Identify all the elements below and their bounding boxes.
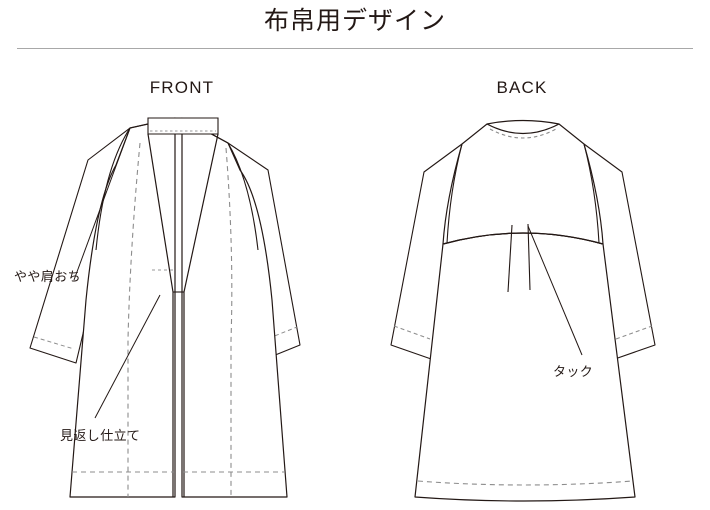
front-left-armhole	[95, 127, 131, 251]
back-view-drawing	[390, 119, 656, 502]
back-neckline	[486, 123, 560, 139]
back-lower-body	[414, 232, 636, 502]
annotation-tuck: タック	[553, 364, 594, 379]
annotation-facing-construction: 見返し仕立て	[60, 428, 141, 443]
back-tuck-line-left	[507, 224, 513, 293]
front-view-drawing	[29, 117, 301, 498]
front-right-body-panel	[181, 117, 288, 498]
back-tuck-line-right	[527, 223, 531, 291]
back-right-armhole	[583, 143, 600, 244]
front-right-armhole	[227, 142, 259, 251]
leader-line-tuck	[527, 225, 583, 356]
back-yoke	[442, 119, 604, 245]
page-title: 布帛用デザイン	[263, 7, 446, 35]
front-v-neck-opening	[147, 133, 219, 497]
leader-line-facing	[94, 294, 161, 419]
view-label-back: BACK	[496, 78, 548, 97]
front-left-facing-dash	[127, 142, 141, 497]
front-left-body-panel	[69, 117, 176, 498]
back-yoke-seam	[442, 232, 604, 245]
front-neck-facing	[147, 117, 219, 135]
leader-line-shoulder	[73, 127, 131, 281]
view-label-front: FRONT	[149, 78, 215, 97]
title-divider	[17, 48, 693, 49]
front-right-facing-dash	[225, 147, 233, 497]
back-left-armhole	[446, 143, 463, 244]
annotation-shoulder-drop: やや肩おち	[14, 269, 82, 284]
